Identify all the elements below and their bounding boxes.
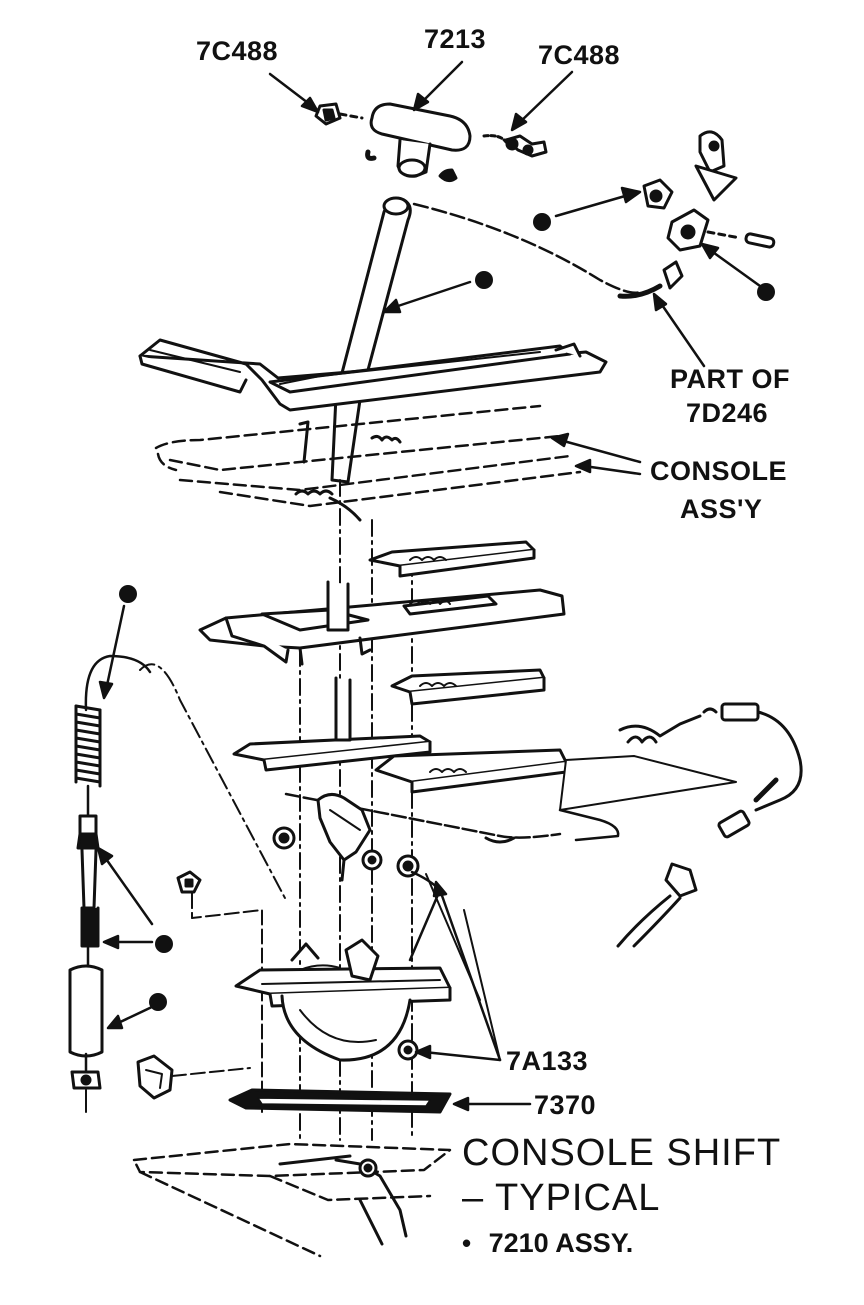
bullet-marker-cable-top (119, 585, 137, 603)
title-line-1: CONSOLE SHIFT (462, 1132, 782, 1174)
title-line-2: – TYPICAL (462, 1177, 661, 1219)
bullet-marker-lever (475, 271, 493, 289)
floor-linkage (278, 1154, 408, 1246)
console-top-plate (138, 338, 608, 412)
label-part-of-line1: PART OF (670, 364, 790, 394)
leader-arrow-lever (382, 280, 472, 314)
console-assembly-outline (154, 404, 582, 508)
wiring-harness (616, 702, 803, 948)
shifter-base-housing (234, 938, 452, 1062)
label-7370: 7370 (534, 1090, 597, 1120)
leader-arrow-7370 (452, 1096, 532, 1112)
indicator-plate-lower (390, 668, 546, 706)
cable-linkage-parts (617, 130, 776, 299)
nut-7c488-right (482, 134, 548, 158)
label-7c488-left: 7C488 (196, 36, 279, 66)
label-console-line1: CONSOLE (650, 456, 788, 486)
shift-handle-knob (365, 102, 472, 183)
label-7a133: 7A133 (506, 1046, 589, 1076)
indicator-plate-upper (368, 540, 536, 578)
bullet-marker-linkage-right (757, 283, 775, 301)
shift-lever (330, 196, 642, 484)
lamp-plate-assembly (284, 748, 737, 844)
legend-bullet: • (462, 1228, 472, 1258)
diagram-title: CONSOLE SHIFT – TYPICAL (462, 1132, 781, 1220)
nut-7c488-left (314, 102, 364, 126)
bullet-marker-linkage-left (533, 213, 551, 231)
spring (74, 704, 102, 788)
slide-bar (232, 676, 432, 772)
label-console-line2: ASS'Y (680, 494, 763, 524)
bullet-marker-cable-low (149, 993, 167, 1011)
shift-plate (198, 580, 566, 666)
legend: • 7210 ASSY. (462, 1228, 633, 1259)
shift-cable-assembly (68, 654, 152, 1113)
leader-arrows-linkage (554, 186, 762, 368)
label-7c488-right: 7C488 (538, 40, 621, 70)
leader-arrows-7a133 (414, 880, 502, 1062)
label-7213: 7213 (424, 24, 487, 54)
floor-pan-outline (132, 1142, 452, 1258)
label-part-of-line2: 7D246 (686, 398, 769, 428)
leader-arrows-top (268, 60, 574, 132)
seal-7370 (228, 1088, 452, 1114)
mount-bracket-left (136, 1054, 251, 1100)
bullet-marker-cable-mid (155, 935, 173, 953)
leader-arrows-console (550, 432, 642, 476)
console-hardware (294, 420, 402, 522)
leader-arrows-cable (96, 604, 156, 1030)
bolt-left (176, 870, 263, 1113)
legend-text: 7210 ASSY. (488, 1228, 634, 1258)
